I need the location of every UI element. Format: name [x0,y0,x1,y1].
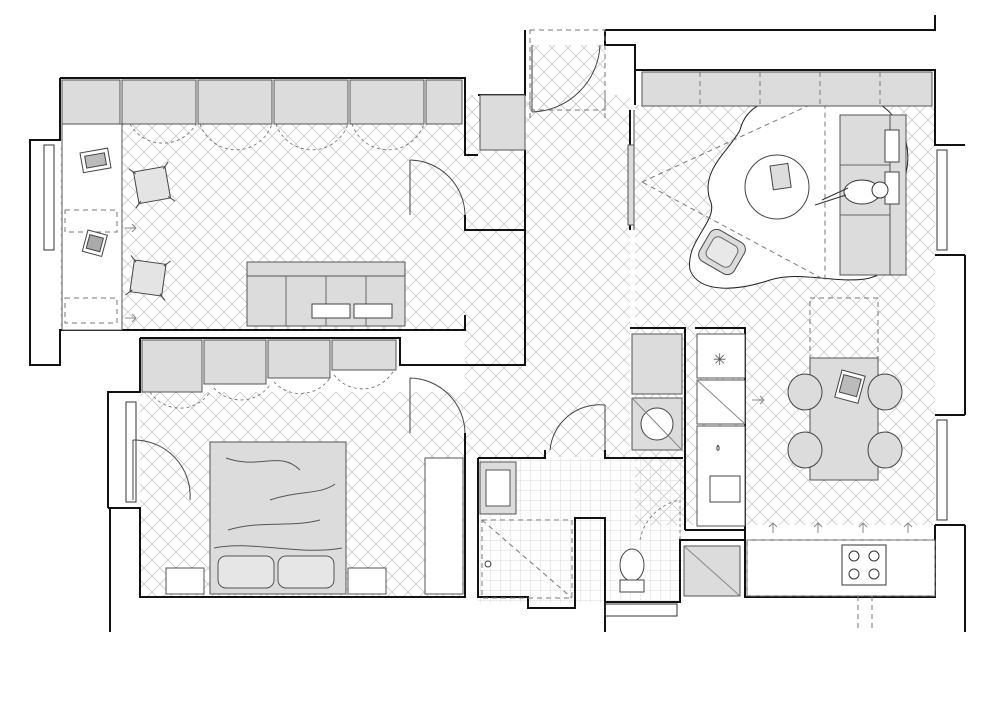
living-room: ✳ [640,71,936,632]
window-living-1 [936,149,948,251]
bedroom-wardrobe-4 [331,339,397,371]
stove-icon [841,544,887,586]
office-cabinet-6 [425,79,463,125]
window-office [43,144,55,251]
entry-floor [530,45,605,120]
bedroom-dresser [424,457,464,595]
doors [529,95,635,230]
toilet-icon [619,548,645,593]
dining-chair-icon [787,373,903,469]
entry-cabinet [479,94,526,151]
office [61,79,466,331]
office-cabinet-5 [349,79,425,125]
office-cabinet-2 [121,79,197,125]
bedroom [132,339,466,595]
office-chair-icon [128,161,176,209]
laptop-icon [81,229,108,258]
office-walls [29,77,478,366]
sofa-icon [246,261,406,327]
person-icon [814,179,889,206]
sink-icon [709,475,741,503]
living-walls [634,69,966,632]
book-icon [769,162,792,191]
bedroom-wardrobe-1 [141,339,203,393]
office-chair-icon [125,255,171,301]
nightstand-left [165,567,205,595]
bedroom-wardrobe-2 [203,339,267,385]
hallway-floor [465,95,630,457]
living-shelf [641,71,933,107]
bathroom [479,404,741,617]
office-cabinet-4 [273,79,349,125]
bedroom-walls [107,230,526,598]
entry [479,29,606,151]
bed-icon [209,441,347,595]
laundry [631,333,683,451]
kitchen-counter [746,539,936,597]
armchair-icon [698,228,746,276]
laptop-icon [79,147,112,174]
office-cabinet-1 [61,79,121,125]
bedroom-wardrobe-3 [267,339,331,379]
windows [43,144,948,521]
window-living-2 [936,419,948,521]
snowflake-icon: ✳ [713,350,726,369]
nightstand-right [347,567,387,595]
arrows [125,223,913,533]
window-bedroom [125,401,137,503]
office-cabinet-3 [197,79,273,125]
laptop-icon [834,369,866,404]
